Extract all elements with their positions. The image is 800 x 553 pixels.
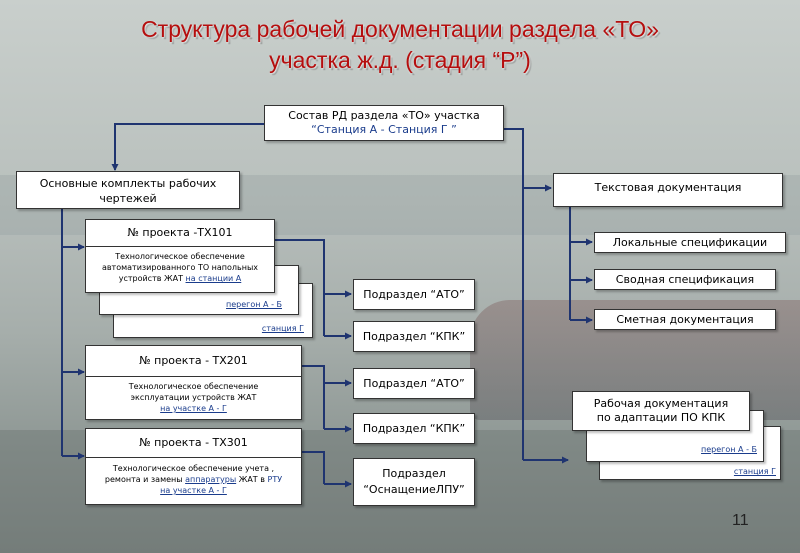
main-sets-box: Основные комплекты рабочих чертежей [16,171,240,209]
subsection-lpu-line2: “ОснащениеЛПУ” [363,483,465,496]
project1-desc: Технологическое обеспечение автоматизиро… [86,247,274,284]
project3-desc2a: ремонта и замены [104,475,183,484]
adapt-card: Рабочая документация по адаптации ПО КПК [572,391,750,431]
adapt-back2-label: станция Г [733,467,776,476]
adapt-back1-label: перегон А - Б [701,445,757,454]
project1-desc2: автоматизированного ТО напольных [101,263,259,272]
slide-title-line1: Структура рабочей документации раздела «… [141,16,659,42]
project2-title: № проекта - ТХ201 [86,346,301,377]
spec-summary: Сводная спецификация [594,269,776,290]
subsection-kpk-1: Подраздел “КПК” [353,321,475,352]
spec-local: Локальные спецификации [594,232,786,253]
project3-rtu: РТУ [267,475,283,484]
project1-desc1: Технологическое обеспечение [115,252,245,261]
project1-title: № проекта -ТХ101 [86,220,274,247]
project1-desc3-row: устройств ЖАТ на станции А [86,273,274,284]
project2-section-link[interactable]: на участке А - Г [160,404,227,413]
project3-desc: Технологическое обеспечение учета , ремо… [86,458,301,496]
project3-desc2-row: ремонта и замены аппаратуры ЖАТ в РТУ [86,474,301,485]
root-line1: Состав РД раздела «ТО» участка [288,109,480,122]
text-docs-box: Текстовая документация [553,173,783,207]
project3-card: № проекта - ТХ301 Технологическое обеспе… [85,428,302,505]
adapt-line1: Рабочая документация [593,397,729,410]
subsection-ato-1: Подраздел “АТО” [353,279,475,310]
page-number: 11 [732,512,749,529]
root-document-box: Состав РД раздела «ТО» участка “Станция … [264,105,504,141]
slide-title-line2: участка ж.д. (стадия “Р”) [269,47,531,73]
project2-desc1: Технологическое обеспечение [128,382,259,391]
root-line2: “Станция А - Станция Г ” [311,123,457,136]
subsection-ato-2: Подраздел “АТО” [353,368,475,399]
subsection-kpk-2: Подраздел “КПК” [353,413,475,444]
spec-estimate: Сметная документация [594,309,776,330]
project1-back1-label: перегон А - Б [226,300,282,309]
project3-section-link[interactable]: на участке А - Г [160,486,227,495]
main-sets-line2: чертежей [99,192,157,205]
project2-desc2: эксплуатации устройств ЖАТ [130,393,257,402]
project3-desc1: Технологическое обеспечение учета , [112,464,275,473]
project3-desc2c: ЖАТ в [238,475,265,484]
project2-card: № проекта - ТХ201 Технологическое обеспе… [85,345,302,420]
project3-apparatus-link[interactable]: аппаратуры [185,475,237,484]
adapt-line2: по адаптации ПО КПК [596,411,726,424]
project3-title: № проекта - ТХ301 [86,429,301,458]
project1-station-link[interactable]: на станции А [185,274,242,283]
project1-back2-label: станция Г [261,324,304,333]
subsection-lpu: Подраздел “ОснащениеЛПУ” [353,458,475,506]
project2-desc: Технологическое обеспечение эксплуатации… [86,377,301,414]
project1-card: № проекта -ТХ101 Технологическое обеспеч… [85,219,275,293]
main-sets-line1: Основные комплекты рабочих [39,177,217,190]
subsection-lpu-line1: Подраздел [382,467,446,480]
project1-desc3: устройств ЖАТ [118,274,183,283]
